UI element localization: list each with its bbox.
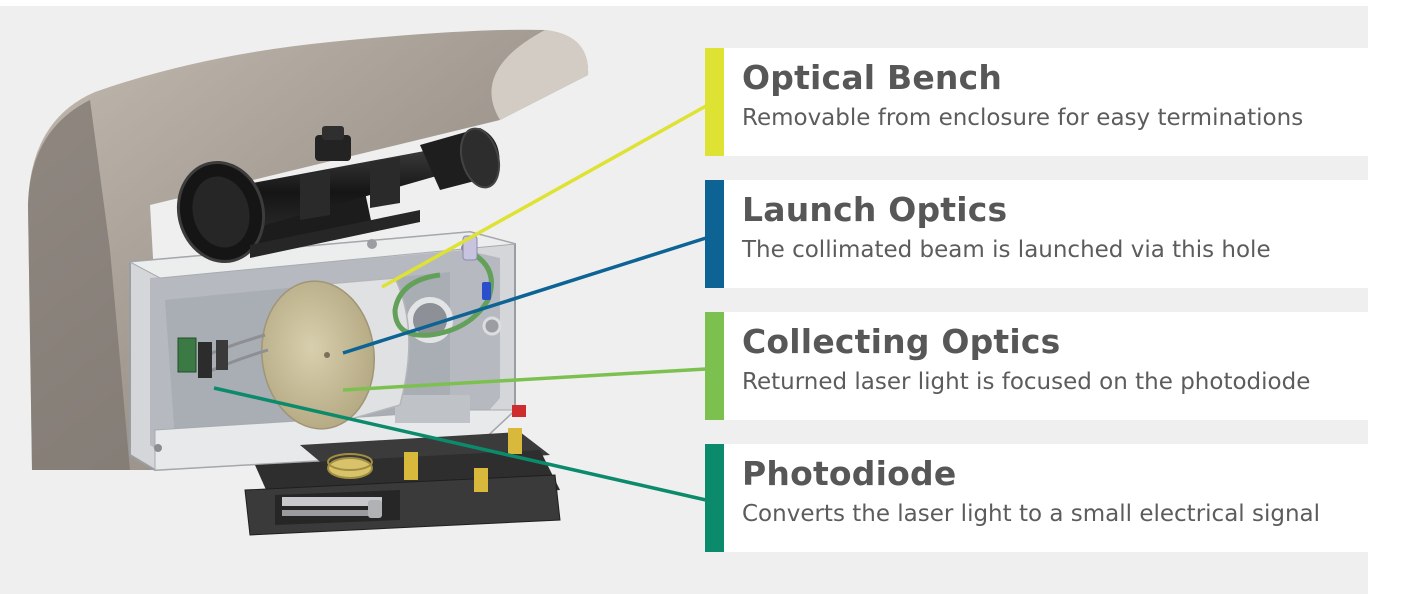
callout-title: Collecting Optics	[742, 322, 1061, 361]
callout-color-bar	[705, 312, 724, 420]
device-illustration	[28, 29, 589, 536]
callout-collecting-optics: Collecting Optics Returned laser light i…	[705, 312, 1373, 420]
callout-optical-bench: Optical Bench Removable from enclosure f…	[705, 48, 1373, 156]
callout-photodiode: Photodiode Converts the laser light to a…	[705, 444, 1373, 552]
callout-description: Converts the laser light to a small elec…	[742, 501, 1321, 527]
callout-color-bar	[705, 180, 724, 288]
callout-title: Launch Optics	[742, 190, 1008, 229]
callout-description: Returned laser light is focused on the p…	[742, 369, 1311, 395]
callout-color-bar	[705, 48, 724, 156]
callout-launch-optics: Launch Optics The collimated beam is lau…	[705, 180, 1373, 288]
callout-title: Photodiode	[742, 454, 957, 493]
callout-description: Removable from enclosure for easy termin…	[742, 105, 1304, 131]
callout-description: The collimated beam is launched via this…	[742, 237, 1271, 263]
photodiode-board	[177, 333, 269, 378]
callout-color-bar	[705, 444, 724, 552]
enclosure-hood	[28, 29, 589, 470]
callout-title: Optical Bench	[742, 58, 1003, 97]
